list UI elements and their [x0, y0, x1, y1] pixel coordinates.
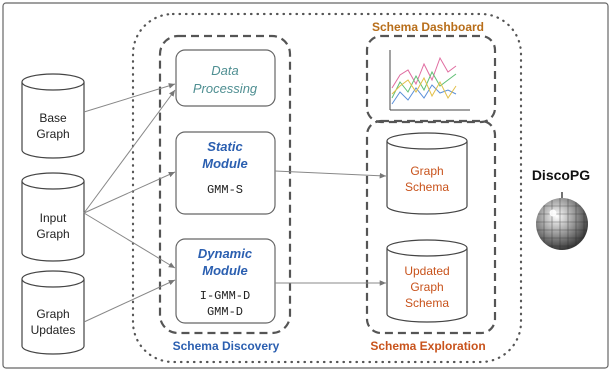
base-graph-label-1: Base	[39, 111, 67, 125]
input-graph-cylinder	[21, 172, 85, 262]
dynamic-algo-label-2: GMM-D	[207, 305, 243, 319]
input-graph-label-1: Input	[40, 211, 67, 225]
arrow-base-to-processing	[83, 83, 176, 113]
base-graph-cylinder	[21, 73, 85, 159]
updated-schema-cylinder	[386, 239, 468, 323]
chart-line-yellow	[391, 76, 457, 99]
schema-discovery-label: Schema Discovery	[173, 339, 280, 353]
arrow-input-to-processing	[83, 89, 176, 214]
updated-schema-label-1: Updated	[404, 264, 449, 278]
graph-schema-label-1: Graph	[410, 164, 443, 178]
chart-line-blue	[391, 84, 457, 105]
disco-ball-icon	[536, 192, 588, 250]
flow-arrows	[83, 83, 387, 323]
arrow-input-to-dynamic	[83, 212, 176, 269]
static-algo-label: GMM-S	[207, 183, 243, 197]
system-name: DiscoPG	[532, 167, 590, 183]
schema-discovery-group	[158, 34, 292, 335]
dashboard-chart	[389, 50, 470, 111]
static-module-label-2: Module	[202, 156, 248, 171]
graph-updates-label-1: Graph	[36, 307, 69, 321]
chart-line-green	[391, 70, 457, 99]
dynamic-module-label-1: Dynamic	[198, 246, 253, 261]
schema-dashboard-label: Schema Dashboard	[372, 20, 484, 34]
data-processing-box	[175, 49, 276, 107]
schema-exploration-group	[365, 119, 497, 335]
schema-dashboard-group	[365, 34, 497, 124]
updated-schema-label-3: Schema	[405, 296, 449, 310]
arrow-static-to-schema	[274, 170, 387, 179]
dynamic-algo-label-1: I-GMM-D	[200, 289, 250, 303]
data-processing-label-1: Data	[211, 63, 238, 78]
static-module-box	[175, 131, 276, 215]
graph-schema-label-2: Schema	[405, 180, 449, 194]
input-graph-label-2: Graph	[36, 227, 69, 241]
graph-schema-cylinder	[386, 132, 468, 215]
base-graph-label-2: Graph	[36, 127, 69, 141]
arrow-updates-to-dynamic	[83, 279, 176, 323]
graph-updates-label-2: Updates	[31, 323, 76, 337]
updated-schema-label-2: Graph	[410, 280, 443, 294]
schema-exploration-label: Schema Exploration	[370, 339, 485, 353]
chart-line-pink	[391, 56, 457, 89]
arrow-input-to-static	[83, 171, 176, 214]
static-module-label-1: Static	[207, 139, 243, 154]
graph-updates-cylinder	[21, 270, 85, 355]
dynamic-module-label-2: Module	[202, 263, 248, 278]
dynamic-module-box	[175, 238, 276, 324]
data-processing-label-2: Processing	[193, 81, 258, 96]
